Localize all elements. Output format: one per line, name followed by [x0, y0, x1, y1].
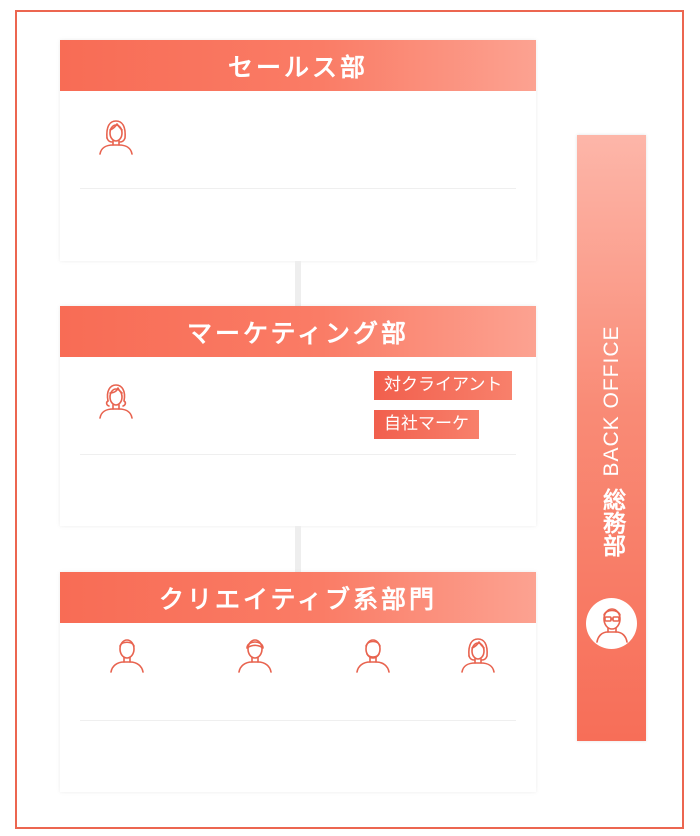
back-office-label: BACK OFFICE	[599, 325, 623, 477]
person-male-icon	[353, 634, 393, 674]
general-affairs-title: 総務部	[598, 488, 625, 557]
marketing-department-title: マーケティング部	[60, 306, 536, 357]
avatar	[586, 598, 637, 649]
connector-marketing-creative	[295, 526, 301, 572]
person-male-icon	[235, 634, 275, 674]
connector-sales-marketing	[295, 261, 301, 306]
sales-department-card: セールス部	[60, 40, 536, 261]
person-glasses-icon	[595, 607, 628, 643]
sales-divider	[80, 188, 516, 189]
person-male-icon	[107, 634, 147, 674]
marketing-department-card: マーケティング部 対クライアント 自社マーケ	[60, 306, 536, 526]
person-female-icon	[96, 380, 136, 420]
marketing-divider	[80, 454, 516, 455]
diagram-frame	[15, 10, 684, 829]
tag-in-house-marketing: 自社マーケ	[374, 410, 479, 439]
creative-department-title: クリエイティブ系部門	[60, 572, 536, 623]
tag-client: 対クライアント	[374, 371, 513, 400]
sales-department-title: セールス部	[60, 40, 536, 91]
back-office-panel: BACK OFFICE 総務部	[577, 135, 646, 741]
person-female-icon	[458, 634, 498, 674]
creative-department-card: クリエイティブ系部門	[60, 572, 536, 792]
creative-divider	[80, 720, 516, 721]
person-female-icon	[96, 116, 136, 156]
